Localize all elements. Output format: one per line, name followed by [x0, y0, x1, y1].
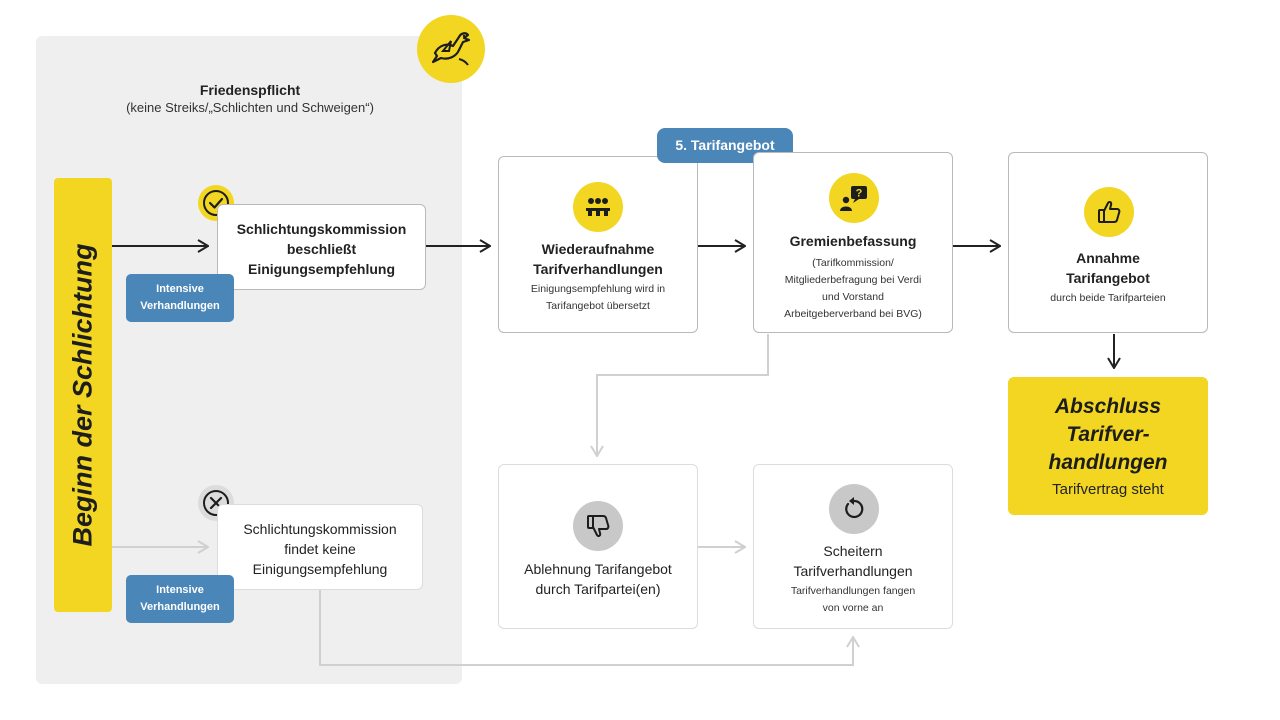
reject-offer-title: Ablehnung Tarifangebot durch Tarifpartei…: [524, 561, 672, 597]
final-agreement-title: Abschluss Tarifver-handlungen: [1048, 395, 1168, 474]
committee-review-box: ? Gremienbefassung (Tarifkommission/ Mit…: [753, 152, 953, 333]
x-circle-icon: [198, 485, 234, 521]
start-bar: Beginn der Schlichtung: [54, 178, 112, 612]
arrow-failure-to-fail: [319, 590, 853, 666]
resume-negotiations-box: Wiederaufnahme Tarifverhandlungen Einigu…: [498, 156, 698, 333]
intensive-negotiations-tag-failure: Intensive Verhandlungen: [126, 575, 234, 623]
negotiations-failed-subtitle: Tarifverhandlungen fangen von vorne an: [790, 585, 916, 614]
intensive-negotiations-tag-success: Intensive Verhandlungen: [126, 274, 234, 322]
svg-text:?: ?: [856, 188, 863, 200]
peace-obligation-subtitle: (keine Streiks/„Schlichten und Schweigen…: [126, 100, 374, 115]
thumbs-down-icon: [573, 501, 623, 551]
negotiations-failed-box: Scheitern Tarifverhandlungen Tarifverhan…: [753, 464, 953, 629]
thumbs-up-icon: [1084, 187, 1134, 237]
success-box: Schlichtungskommission beschließt Einigu…: [217, 204, 426, 290]
final-agreement-subtitle: Tarifvertrag steht: [1052, 481, 1164, 498]
committee-review-title: Gremienbefassung: [789, 233, 917, 249]
arrow-committee-to-reject: [597, 334, 769, 456]
peace-obligation-title: Friedenspflicht: [199, 82, 301, 98]
committee-review-subtitle: (Tarifkommission/ Mitgliederbefragung be…: [784, 257, 922, 320]
meeting-icon: [573, 182, 623, 232]
accept-offer-subtitle: durch beide Tarifparteien: [1050, 292, 1166, 304]
resume-negotiations-title: Wiederaufnahme Tarifverhandlungen: [533, 241, 663, 277]
failure-box-title: Schlichtungskommission findet keine Eini…: [243, 521, 397, 577]
question-bubble-icon: ?: [829, 173, 879, 223]
resume-negotiations-subtitle: Einigungsempfehlung wird in Tarifangebot…: [530, 283, 666, 312]
failure-box: Schlichtungskommission findet keine Eini…: [217, 504, 423, 590]
negotiations-failed-title: Scheitern Tarifverhandlungen: [793, 543, 913, 579]
restart-icon: [829, 484, 879, 534]
reject-offer-box: Ablehnung Tarifangebot durch Tarifpartei…: [498, 464, 698, 629]
final-agreement-box: Abschluss Tarifver-handlungen Tarifvertr…: [1008, 377, 1208, 515]
dove-icon: [417, 15, 485, 83]
accept-offer-title: Annahme Tarifangebot: [1066, 250, 1150, 286]
accept-offer-box: Annahme Tarifangebot durch beide Tarifpa…: [1008, 152, 1208, 333]
success-box-title: Schlichtungskommission beschließt Einigu…: [236, 221, 407, 277]
offer-tag: 5. Tarifangebot: [657, 128, 793, 163]
